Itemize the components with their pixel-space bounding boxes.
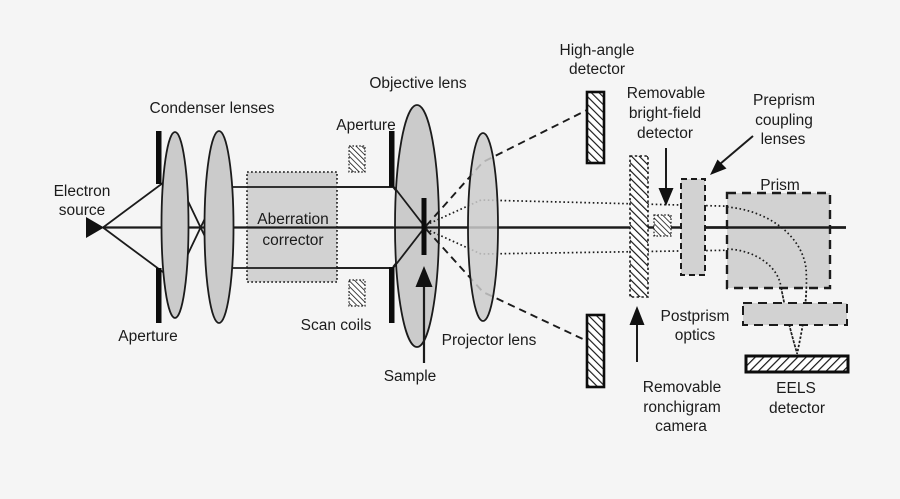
preprism-arrow [710, 135, 754, 175]
electron-source-tip [86, 217, 104, 238]
projector-lens-ellipse [467, 132, 499, 322]
postprism-optics-label-2: optics [675, 327, 716, 344]
eels-detector-bar [744, 354, 850, 374]
preprism-coupling-lens-box [680, 178, 706, 276]
scan-coils-label: Scan coils [301, 317, 372, 334]
condenser-aperture-top-blade [156, 131, 162, 184]
eels-detector-label-2: detector [769, 400, 825, 417]
ronchigram-arrow [629, 306, 645, 362]
bright-field-detector-chip [653, 214, 672, 237]
objective-lens-ellipse [394, 104, 440, 348]
scan-coils [348, 145, 366, 307]
ronchigram-camera-label-3: camera [655, 418, 707, 435]
high-angle-detector-label-2: detector [569, 61, 625, 78]
objective-aperture-bottom-blade [389, 267, 395, 323]
high-angle-detector-top [585, 90, 606, 165]
sample-arrowhead [415, 266, 433, 287]
postprism-optics-label-1: Postprism [661, 308, 730, 325]
sample-bar [421, 198, 427, 255]
objective-aperture [389, 131, 395, 323]
condenser-lens-1 [160, 131, 190, 319]
conv-ray-bottom-overlay [393, 226, 426, 268]
prism-box [725, 191, 832, 290]
preprism-lenses-label-2: coupling [755, 112, 813, 129]
high-angle-rays [425, 109, 588, 342]
high-angle-detector-label-1: High-angle [560, 42, 635, 59]
high-angle-ray-top [425, 109, 588, 227]
objective-aperture-top-blade [389, 131, 395, 187]
scan-coil-top [348, 145, 366, 173]
labels: Electron source Condenser lenses Apertur… [54, 42, 825, 435]
ronchigram-camera-label-2: ronchigram [643, 399, 721, 416]
bright-field-detector-label-2: bright-field [629, 105, 701, 122]
electron-source-label-1: Electron [54, 183, 111, 200]
scan-coil-bottom [348, 279, 366, 307]
electron-source-label-2: source [59, 202, 106, 219]
preprism-arrowhead [710, 159, 727, 175]
bright-field-detector-label-3: detector [637, 125, 693, 142]
objective-aperture-label: Aperture [336, 117, 395, 134]
eels-detector-label-1: EELS [776, 380, 816, 397]
projector-lens-label: Projector lens [442, 332, 537, 349]
aberration-corrector-label-2: corrector [262, 232, 323, 249]
condenser-aperture [156, 131, 162, 323]
conv-ray-top-overlay [393, 186, 426, 228]
objective-lens-label: Objective lens [369, 75, 467, 92]
bright-field-arrowhead [658, 188, 674, 206]
postprism-optics-box [742, 302, 848, 326]
sample-arrow [415, 266, 433, 363]
preprism-lenses-label-3: lenses [761, 131, 806, 148]
high-angle-detector-bottom [585, 313, 606, 389]
ronchigram-camera-label-1: Removable [643, 379, 721, 396]
bright-field-arrow [658, 148, 674, 206]
aberration-corrector-label-1: Aberration [257, 211, 329, 228]
high-angle-ray-bottom [425, 228, 588, 342]
sample-label: Sample [384, 368, 437, 385]
ronchigram-camera-bar [629, 155, 649, 298]
prism-label: Prism [760, 177, 800, 194]
condenser-aperture-label: Aperture [118, 328, 177, 345]
condenser-aperture-bottom-blade [156, 268, 162, 323]
bright-field-detector-label-1: Removable [627, 85, 705, 102]
preprism-lenses-label-1: Preprism [753, 92, 815, 109]
condenser-lenses-label: Condenser lenses [150, 100, 275, 117]
condenser-lens-2 [203, 130, 235, 324]
ronchigram-arrowhead [629, 306, 645, 325]
